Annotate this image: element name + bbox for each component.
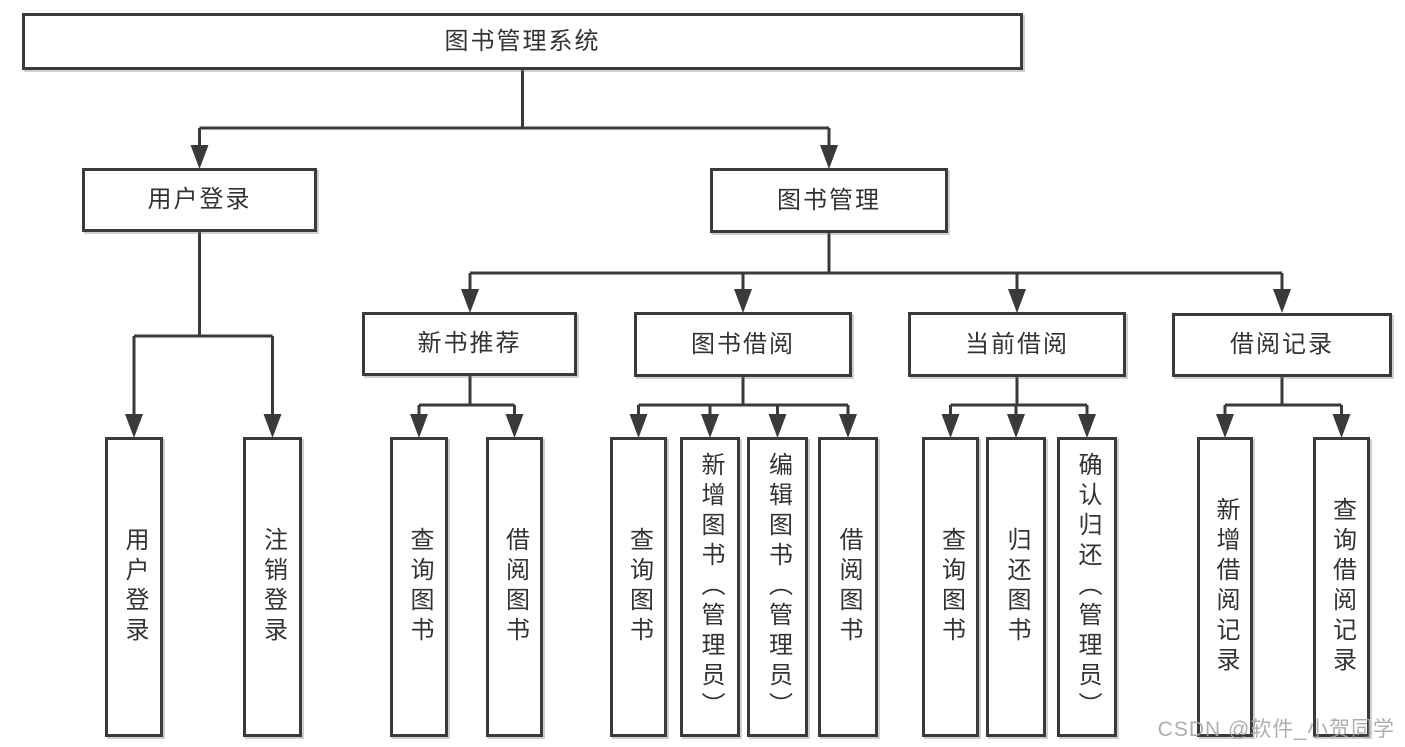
connector-userlogin-leaves — [125, 232, 282, 438]
leaf-query-books-borrowing: 查询图书 — [610, 437, 667, 737]
leaf-edit-book-admin-label: 编辑图书（管理员） — [764, 452, 792, 722]
leaf-edit-book-admin: 编辑图书（管理员） — [747, 437, 808, 737]
connector-bookborrow-leaves — [629, 377, 857, 438]
node-new-book-recommend-label: 新书推荐 — [417, 330, 522, 357]
node-book-management-label: 图书管理 — [777, 186, 881, 214]
leaf-borrow-books-recommend: 借阅图书 — [486, 437, 543, 737]
connector-root-to-level2 — [190, 70, 838, 169]
node-borrow-records-label: 借阅记录 — [1230, 331, 1334, 358]
node-current-borrowing-label: 当前借阅 — [965, 330, 1069, 358]
node-new-book-recommend: 新书推荐 — [362, 312, 577, 376]
leaf-borrow-books-borrowing-label: 借阅图书 — [835, 527, 862, 647]
leaf-confirm-return-admin-label: 确认归还（管理员） — [1074, 452, 1101, 722]
connector-currentborrow-leaves — [941, 377, 1096, 438]
connector-newbookrec-leaves — [410, 375, 524, 438]
node-user-login-label: 用户登录 — [147, 186, 252, 213]
leaf-borrow-books-recommend-label: 借阅图书 — [501, 527, 529, 647]
node-root-label: 图书管理系统 — [444, 27, 601, 55]
leaf-add-book-admin: 新增图书（管理员） — [680, 437, 740, 737]
connector-bookmgmt-to-level3 — [461, 233, 1291, 313]
connector-borrowrecords-leaves — [1216, 377, 1351, 438]
leaf-add-borrow-record: 新增借阅记录 — [1197, 437, 1253, 737]
leaf-query-books-borrowing-label: 查询图书 — [625, 527, 653, 647]
csdn-watermark: CSDN @软件_小贺同学 — [1157, 718, 1395, 741]
node-user-login: 用户登录 — [82, 168, 317, 232]
leaf-confirm-return-admin: 确认归还（管理员） — [1057, 437, 1117, 737]
leaf-borrow-books-borrowing: 借阅图书 — [818, 437, 878, 737]
node-borrow-records: 借阅记录 — [1172, 313, 1392, 377]
node-book-borrowing: 图书借阅 — [634, 312, 852, 377]
node-book-borrowing-label: 图书借阅 — [691, 330, 795, 358]
leaf-add-book-admin-label: 新增图书（管理员） — [697, 452, 724, 722]
leaf-query-books-recommend: 查询图书 — [390, 437, 448, 737]
leaf-query-borrow-record-label: 查询借阅记录 — [1328, 497, 1356, 677]
leaf-query-borrow-record: 查询借阅记录 — [1313, 437, 1370, 737]
node-book-management: 图书管理 — [710, 168, 948, 233]
leaf-user-login: 用户登录 — [105, 437, 163, 737]
node-root-library-system: 图书管理系统 — [22, 13, 1023, 70]
leaf-query-books-current: 查询图书 — [922, 437, 979, 737]
leaf-logout: 注销登录 — [243, 437, 302, 737]
leaf-logout-label: 注销登录 — [259, 527, 287, 647]
leaf-query-books-current-label: 查询图书 — [937, 527, 965, 647]
leaf-query-books-recommend-label: 查询图书 — [406, 527, 433, 647]
leaf-return-book: 归还图书 — [986, 437, 1046, 737]
node-current-borrowing: 当前借阅 — [908, 312, 1126, 377]
leaf-add-borrow-record-label: 新增借阅记录 — [1212, 497, 1239, 677]
leaf-user-login-label: 用户登录 — [121, 527, 148, 647]
leaf-return-book-label: 归还图书 — [1003, 527, 1030, 647]
